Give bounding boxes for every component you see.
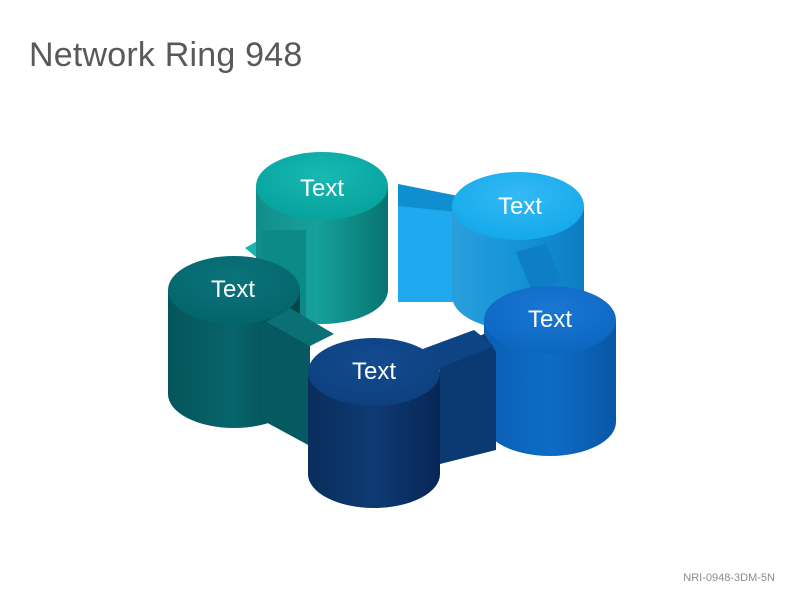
cylinder-top-1 <box>256 152 388 220</box>
connector-2 <box>398 184 458 302</box>
connector-5 <box>262 322 310 446</box>
node-label-2: Text <box>498 193 542 220</box>
ring-node-3: Text <box>484 286 616 456</box>
cylinder-top-4 <box>308 338 440 406</box>
node-label-1: Text <box>300 175 344 202</box>
node-label-3: Text <box>528 306 572 333</box>
cylinder-top-2 <box>452 172 584 240</box>
node-label-4: Text <box>352 358 396 385</box>
cylinder-top-5 <box>168 256 300 324</box>
ring-node-5: Text <box>168 256 334 446</box>
slide-code: NRI-0948-3DM-5N <box>683 572 775 584</box>
slide-title: Network Ring 948 <box>29 36 303 74</box>
cylinder-side-3 <box>484 320 616 456</box>
cylinder-side-4 <box>308 372 440 508</box>
node-label-5: Text <box>211 276 255 303</box>
ring-node-4: Text <box>308 330 496 508</box>
cylinder-top-3 <box>484 286 616 354</box>
connector-4 <box>432 334 496 464</box>
